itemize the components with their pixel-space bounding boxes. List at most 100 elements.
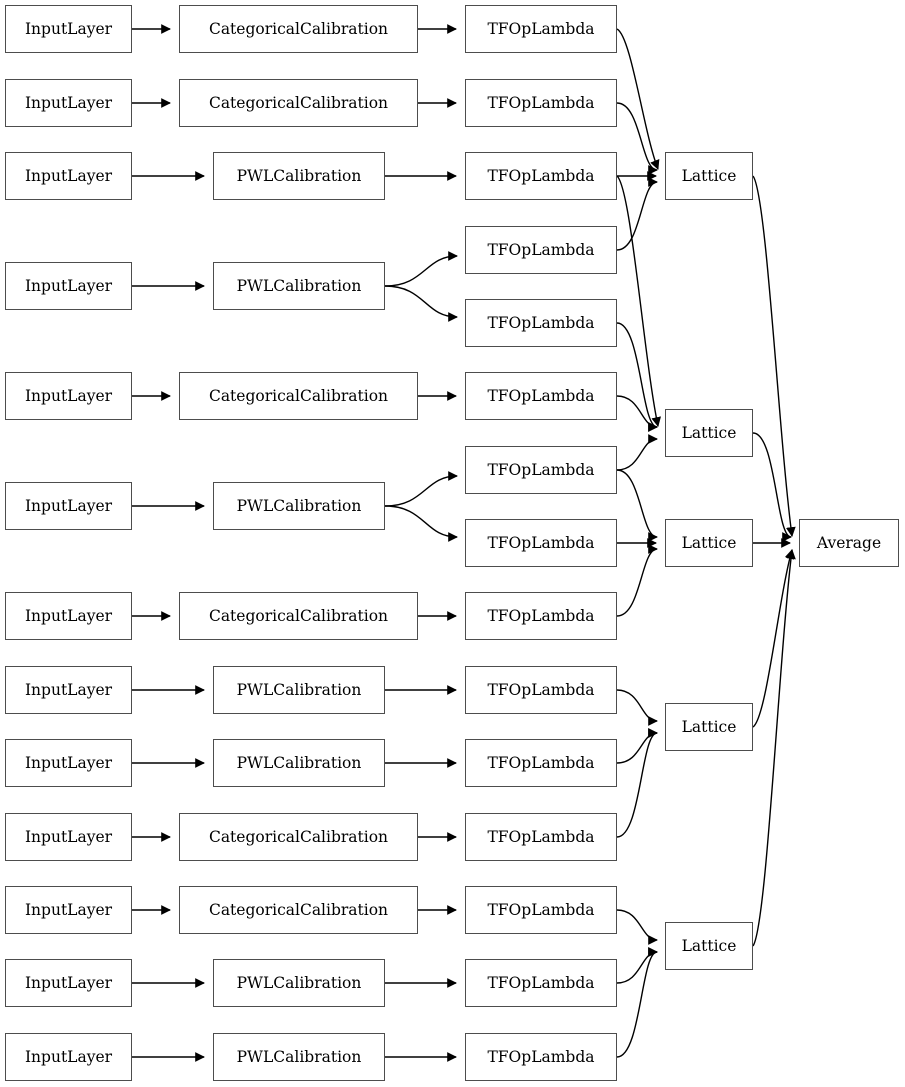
edge-lat2-to-avg <box>752 432 792 542</box>
node-cal6[interactable]: PWLCalibration <box>213 482 385 530</box>
node-lat4[interactable]: Lattice <box>665 703 753 751</box>
node-label: InputLayer <box>24 1048 113 1066</box>
node-label: TFOpLambda <box>487 387 595 405</box>
node-in7[interactable]: InputLayer <box>5 592 132 640</box>
node-label: TFOpLambda <box>487 94 595 112</box>
node-cal12[interactable]: PWLCalibration <box>213 959 385 1007</box>
edge-lat1-to-avg <box>752 175 796 537</box>
edge-op4-to-lat1 <box>616 177 658 251</box>
node-cal9[interactable]: PWLCalibration <box>213 739 385 787</box>
node-op5[interactable]: TFOpLambda <box>465 299 617 347</box>
node-label: InputLayer <box>24 94 113 112</box>
node-label: Lattice <box>681 937 737 955</box>
node-op13[interactable]: TFOpLambda <box>465 886 617 934</box>
edge-op12-to-lat4 <box>616 728 658 838</box>
edge-op15-to-lat5 <box>616 947 658 1058</box>
node-cal7[interactable]: CategoricalCalibration <box>179 592 418 640</box>
node-cal11[interactable]: CategoricalCalibration <box>179 886 418 934</box>
node-label: InputLayer <box>24 828 113 846</box>
node-in3[interactable]: InputLayer <box>5 152 132 200</box>
node-cal3[interactable]: PWLCalibration <box>213 152 385 200</box>
node-label: InputLayer <box>24 167 113 185</box>
edge-op7-to-lat2 <box>616 434 658 471</box>
node-label: TFOpLambda <box>487 681 595 699</box>
node-label: TFOpLambda <box>487 901 595 919</box>
node-in4[interactable]: InputLayer <box>5 262 132 310</box>
node-op9[interactable]: TFOpLambda <box>465 592 617 640</box>
edge-cal6-to-op8 <box>384 505 458 542</box>
edge-cal6-to-op7 <box>384 471 458 507</box>
node-in11[interactable]: InputLayer <box>5 886 132 934</box>
node-label: TFOpLambda <box>487 461 595 479</box>
node-op2[interactable]: TFOpLambda <box>465 79 617 127</box>
node-in8[interactable]: InputLayer <box>5 666 132 714</box>
node-op6[interactable]: TFOpLambda <box>465 372 617 420</box>
node-label: PWLCalibration <box>236 497 362 515</box>
node-in2[interactable]: InputLayer <box>5 79 132 127</box>
node-op12[interactable]: TFOpLambda <box>465 813 617 861</box>
node-label: InputLayer <box>24 681 113 699</box>
node-in13[interactable]: InputLayer <box>5 1033 132 1081</box>
edge-op13-to-lat5 <box>616 909 658 945</box>
edge-op7-to-lat3 <box>616 469 658 542</box>
edge-lat4-to-avg <box>752 549 795 728</box>
node-in9[interactable]: InputLayer <box>5 739 132 787</box>
node-op3[interactable]: TFOpLambda <box>465 152 617 200</box>
node-label: InputLayer <box>24 497 113 515</box>
edge-op6-to-lat2 <box>616 395 658 432</box>
node-label: TFOpLambda <box>487 828 595 846</box>
node-label: InputLayer <box>24 387 113 405</box>
node-cal2[interactable]: CategoricalCalibration <box>179 79 418 127</box>
node-cal4[interactable]: PWLCalibration <box>213 262 385 310</box>
node-label: CategoricalCalibration <box>208 901 389 919</box>
node-label: PWLCalibration <box>236 1048 362 1066</box>
node-label: TFOpLambda <box>487 1048 595 1066</box>
node-label: TFOpLambda <box>487 607 595 625</box>
node-label: InputLayer <box>24 277 113 295</box>
node-cal13[interactable]: PWLCalibration <box>213 1033 385 1081</box>
node-label: CategoricalCalibration <box>208 828 389 846</box>
edge-lat5-to-avg <box>752 549 796 947</box>
node-label: PWLCalibration <box>236 681 362 699</box>
edge-cal4-to-op5 <box>384 285 458 322</box>
node-cal5[interactable]: CategoricalCalibration <box>179 372 418 420</box>
edge-op5-to-lat2 <box>616 322 658 432</box>
node-in5[interactable]: InputLayer <box>5 372 132 420</box>
node-cal8[interactable]: PWLCalibration <box>213 666 385 714</box>
node-lat1[interactable]: Lattice <box>665 152 753 200</box>
edge-op10-to-lat4 <box>616 689 658 726</box>
node-lat5[interactable]: Lattice <box>665 922 753 970</box>
node-label: PWLCalibration <box>236 974 362 992</box>
node-label: Lattice <box>681 534 737 552</box>
node-in1[interactable]: InputLayer <box>5 5 132 53</box>
node-label: InputLayer <box>24 607 113 625</box>
node-op14[interactable]: TFOpLambda <box>465 959 617 1007</box>
node-in10[interactable]: InputLayer <box>5 813 132 861</box>
edge-op2-to-lat1 <box>616 102 658 175</box>
node-op11[interactable]: TFOpLambda <box>465 739 617 787</box>
node-label: Average <box>816 534 882 552</box>
node-cal10[interactable]: CategoricalCalibration <box>179 813 418 861</box>
node-label: CategoricalCalibration <box>208 607 389 625</box>
node-in12[interactable]: InputLayer <box>5 959 132 1007</box>
node-label: TFOpLambda <box>487 534 595 552</box>
node-op1[interactable]: TFOpLambda <box>465 5 617 53</box>
node-label: TFOpLambda <box>487 974 595 992</box>
node-label: TFOpLambda <box>487 241 595 259</box>
node-label: TFOpLambda <box>487 20 595 38</box>
node-avg[interactable]: Average <box>799 519 899 567</box>
node-label: InputLayer <box>24 974 113 992</box>
node-op4[interactable]: TFOpLambda <box>465 226 617 274</box>
node-op7[interactable]: TFOpLambda <box>465 446 617 494</box>
node-op15[interactable]: TFOpLambda <box>465 1033 617 1081</box>
node-cal1[interactable]: CategoricalCalibration <box>179 5 418 53</box>
node-lat2[interactable]: Lattice <box>665 409 753 457</box>
node-op8[interactable]: TFOpLambda <box>465 519 617 567</box>
node-label: CategoricalCalibration <box>208 387 389 405</box>
node-op10[interactable]: TFOpLambda <box>465 666 617 714</box>
node-label: InputLayer <box>24 20 113 38</box>
node-in6[interactable]: InputLayer <box>5 482 132 530</box>
node-lat3[interactable]: Lattice <box>665 519 753 567</box>
